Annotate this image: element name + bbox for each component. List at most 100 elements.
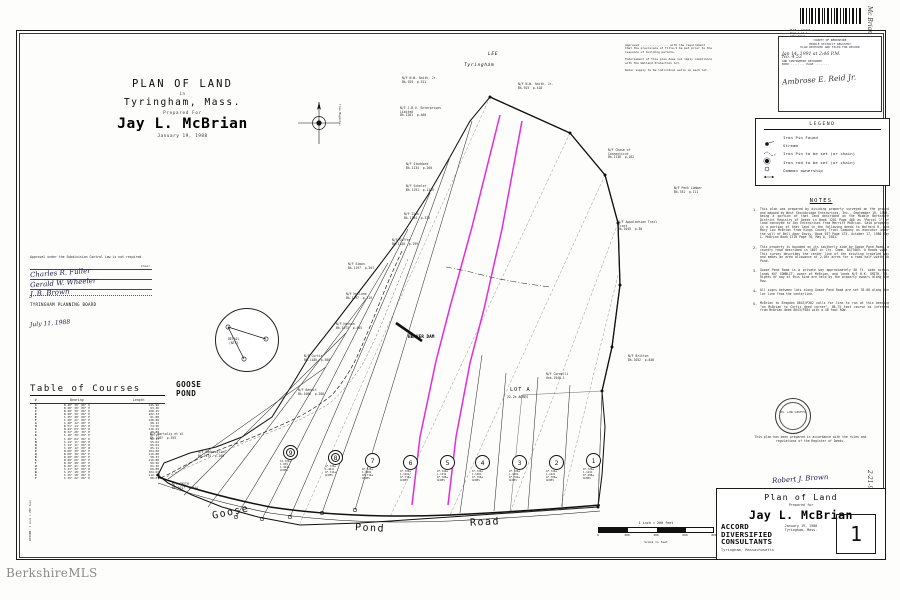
- course-index: L: [34, 436, 37, 441]
- course-length: 48.88: [150, 430, 159, 435]
- course-index: U: [34, 463, 37, 468]
- course-length: 145.98: [148, 403, 159, 407]
- course-length: 45.11: [150, 445, 159, 450]
- lot-circle-5[interactable]: 5: [440, 455, 455, 470]
- col-header-bearing: Bearing: [41, 398, 113, 404]
- in-word: in: [179, 91, 186, 96]
- registry-number: No. 4 53: [782, 55, 802, 60]
- course-bearing: N 48° 30' 00" E: [63, 403, 90, 407]
- course-bearing: N 32° 28' 30" E: [63, 430, 90, 435]
- legend-row-iron-pin-found: Iron Pin Found: [756, 133, 889, 147]
- abutter-label: N/F Scheler Bk.1191 p.1119: [406, 184, 434, 192]
- course-bearing: N 46° 41' 00" E: [63, 463, 90, 468]
- legend-box: LEGEND Iron Pin Found Stream Iron Pin to…: [755, 118, 890, 186]
- legend-label-3: Iron rod to be set (or chain): [783, 159, 856, 165]
- note-text: All signs between lots along Goose Pond …: [760, 288, 889, 296]
- lot-circle-8[interactable]: 8: [328, 450, 343, 465]
- course-index: Y: [34, 476, 37, 481]
- table-footnote: RECORD: 1 inch = 200 feet: [28, 500, 32, 541]
- course-bearing: S 14° 11' 00" E: [63, 442, 90, 447]
- planning-board-block: Approval under the Subdivision Control L…: [30, 255, 152, 329]
- stream-icon: [763, 142, 783, 156]
- title-block-prepared-for: Prepared for: [788, 503, 814, 507]
- course-length: 104.63: [148, 470, 159, 475]
- course-bearing: S 35° 22' 00" E: [63, 476, 90, 481]
- firm-line-1: ACCORD: [721, 521, 749, 531]
- course-index: V: [34, 466, 37, 471]
- course-index: P: [34, 448, 37, 453]
- planning-board-role-1: Chair.: [141, 264, 152, 269]
- abutter-label: N/F Appalachian Trail Tract Bk.1045 p.30: [618, 220, 658, 232]
- course-index: S: [34, 457, 37, 462]
- course-length: 61.30: [150, 463, 159, 468]
- course-bearing: N 48° 30' 00" E: [63, 409, 90, 414]
- lot-number-6: 6: [408, 458, 413, 467]
- approval-notes: Approved ................ with the requi…: [625, 43, 713, 76]
- lot-circle-7[interactable]: 7: [365, 453, 380, 468]
- abutter-label: N/F N.W. Smith, Jr. Bk.925 p.418: [518, 82, 554, 90]
- plan-date: January 19, 1988: [157, 134, 208, 139]
- planning-board-blank-line: [30, 290, 152, 296]
- abutter-label: N/F SMITH Bk.1017 p.444: [172, 482, 199, 490]
- lot-circle-3[interactable]: 3: [512, 455, 527, 470]
- course-index: N: [34, 442, 37, 447]
- registry-line-2: MIDDLE DISTRICT REGISTRY: [809, 41, 851, 46]
- mls-line-2: Page 1 of 1: [790, 32, 808, 35]
- course-bearing: S 18° 39' 00" E: [63, 433, 90, 438]
- course-length: 110.44: [148, 427, 159, 432]
- table-row: Y S 35° 22' 00" E 88.01: [30, 477, 165, 480]
- lot-circle-9[interactable]: 9: [283, 445, 298, 460]
- lot-circle-1[interactable]: 1: [586, 453, 601, 468]
- abutter-label: N/F Stoddard Bk.1134 p.260: [406, 162, 433, 170]
- main-title-block: PLAN OF LAND in Tyringham, Mass. Prepare…: [95, 78, 270, 139]
- course-length: 110.88: [148, 451, 159, 456]
- firm-line-3: CONSULTANTS: [721, 537, 773, 547]
- lot-number-3: 3: [517, 458, 522, 467]
- common-ownership-icon: [763, 166, 783, 179]
- approval-note-2: Endorsement of this plan does not imply …: [625, 57, 713, 65]
- sheet-number-box: 1: [836, 514, 876, 554]
- abutter-label: N/F Peck Lumber Bk.781 p.111: [674, 186, 702, 194]
- lot-circle-4[interactable]: 4: [475, 455, 490, 470]
- abutter-label: N/F N.W. Smith, Jr. Bk.925 p.511: [402, 76, 438, 84]
- course-index: C: [34, 409, 37, 414]
- scale-caption: Scale in feet: [644, 539, 668, 544]
- course-bearing: S 15° 18' 00" E: [63, 470, 90, 475]
- notes-section: NOTES 1. This plan was prepared by divid…: [753, 198, 889, 319]
- course-length: 88.01: [150, 476, 159, 481]
- iron-pin-found-icon: [763, 133, 783, 147]
- prepared-for-label: Prepared For: [163, 110, 202, 115]
- lot-data-8: 1F.720± 1.4011 1F.714± ACRES: [325, 465, 336, 477]
- lot-circle-6[interactable]: 6: [403, 455, 418, 470]
- planning-board-approval-text: Approval under the Subdivision Control L…: [30, 255, 144, 259]
- table-of-courses-title: Table of Courses: [30, 384, 141, 394]
- detail-inset-label: DETAIL (NTS): [228, 337, 240, 345]
- goose-pond-label: GOOSE POND: [176, 380, 202, 398]
- course-index: G: [34, 421, 37, 426]
- abutter-label: N/F Holland Bk.1197 p.219: [346, 292, 373, 300]
- lot-data-1: 1F.720± 1.1441 1F.698± ACRES: [583, 468, 594, 480]
- surveyor-seal: REG. LAND SURVEYOR: [775, 398, 811, 434]
- abutter-label: N/F Bertolis et al Bk.1087 p.355: [150, 432, 184, 440]
- legend-row-iron-rod-set: Iron rod to be set (or chain): [756, 158, 889, 172]
- title-block-date: January 19, 1988: [784, 524, 818, 528]
- lee-label: LEE: [488, 52, 499, 57]
- legend-title: LEGEND: [809, 122, 836, 127]
- firm-city: Tyringham, Massachusetts: [721, 548, 774, 553]
- lot-circle-2[interactable]: 2: [549, 455, 564, 470]
- course-bearing: S 28° 21' 00" E: [63, 418, 90, 423]
